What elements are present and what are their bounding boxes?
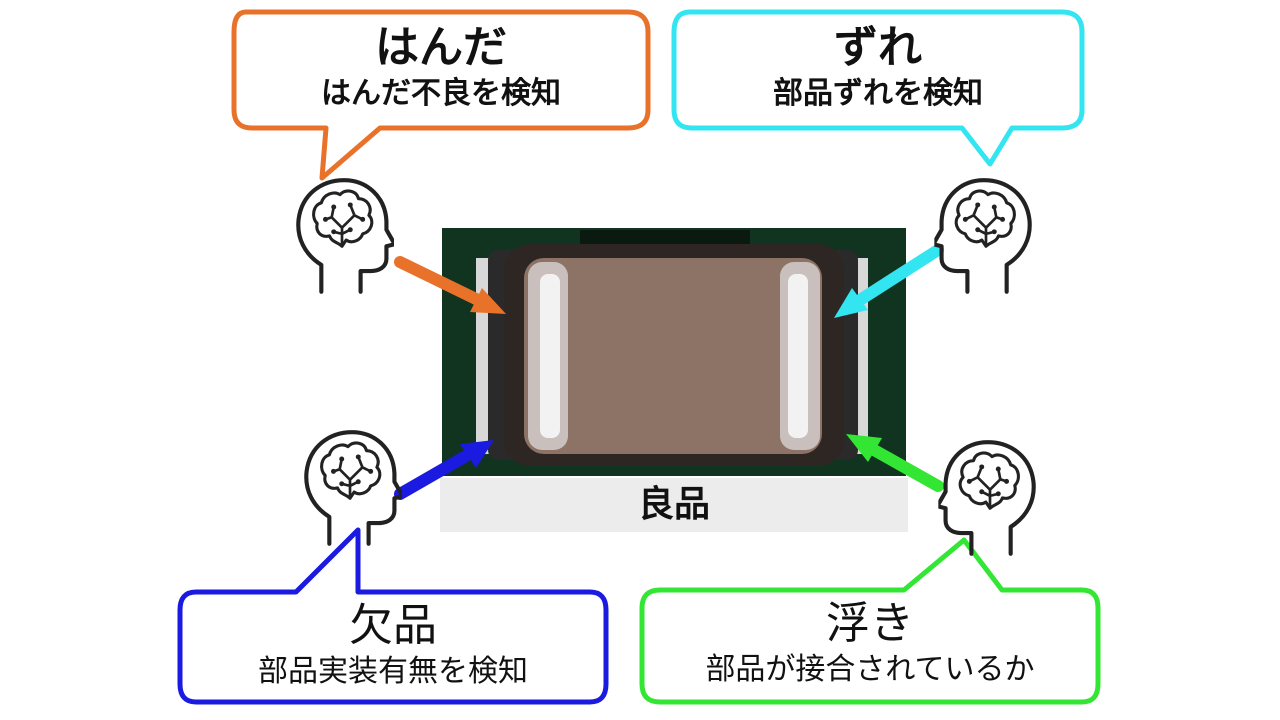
arrow-lift: [846, 434, 944, 492]
callout-lift-text: 浮き 部品が接合されているか: [644, 598, 1096, 690]
good-part-label: 良品: [637, 484, 710, 525]
callout-missing: [177, 527, 609, 705]
callout-missing-text: 欠品 部品実装有無を検知: [182, 600, 604, 692]
callout-solder-text: はんだ はんだ不良を検知: [236, 22, 646, 114]
callout-subtitle: はんだ不良を検知: [321, 76, 561, 111]
callout-shift-text: ずれ 部品ずれを検知: [676, 22, 1080, 114]
callout-solder: [231, 9, 651, 181]
ai-head-icon: [306, 432, 402, 544]
ai-head-icon: [937, 442, 1033, 554]
callout-subtitle: 部品実装有無を検知: [258, 654, 528, 689]
caption-bar: [440, 478, 908, 532]
callout-title: ずれ: [834, 22, 922, 73]
callout-subtitle: 部品が接合されているか: [705, 652, 1035, 687]
callout-title: はんだ: [375, 22, 507, 73]
component-photo: [442, 228, 906, 476]
arrow-missing: [394, 440, 494, 500]
callout-lift: [639, 537, 1101, 705]
callout-shift: [671, 9, 1085, 167]
ai-head-icon: [933, 180, 1029, 292]
callout-title: 浮き: [826, 598, 914, 649]
callout-subtitle: 部品ずれを検知: [773, 76, 983, 111]
arrow-shift: [834, 244, 944, 318]
ai-head-icon: [298, 180, 394, 292]
callout-title: 欠品: [349, 600, 437, 651]
arrow-solder: [394, 256, 506, 314]
